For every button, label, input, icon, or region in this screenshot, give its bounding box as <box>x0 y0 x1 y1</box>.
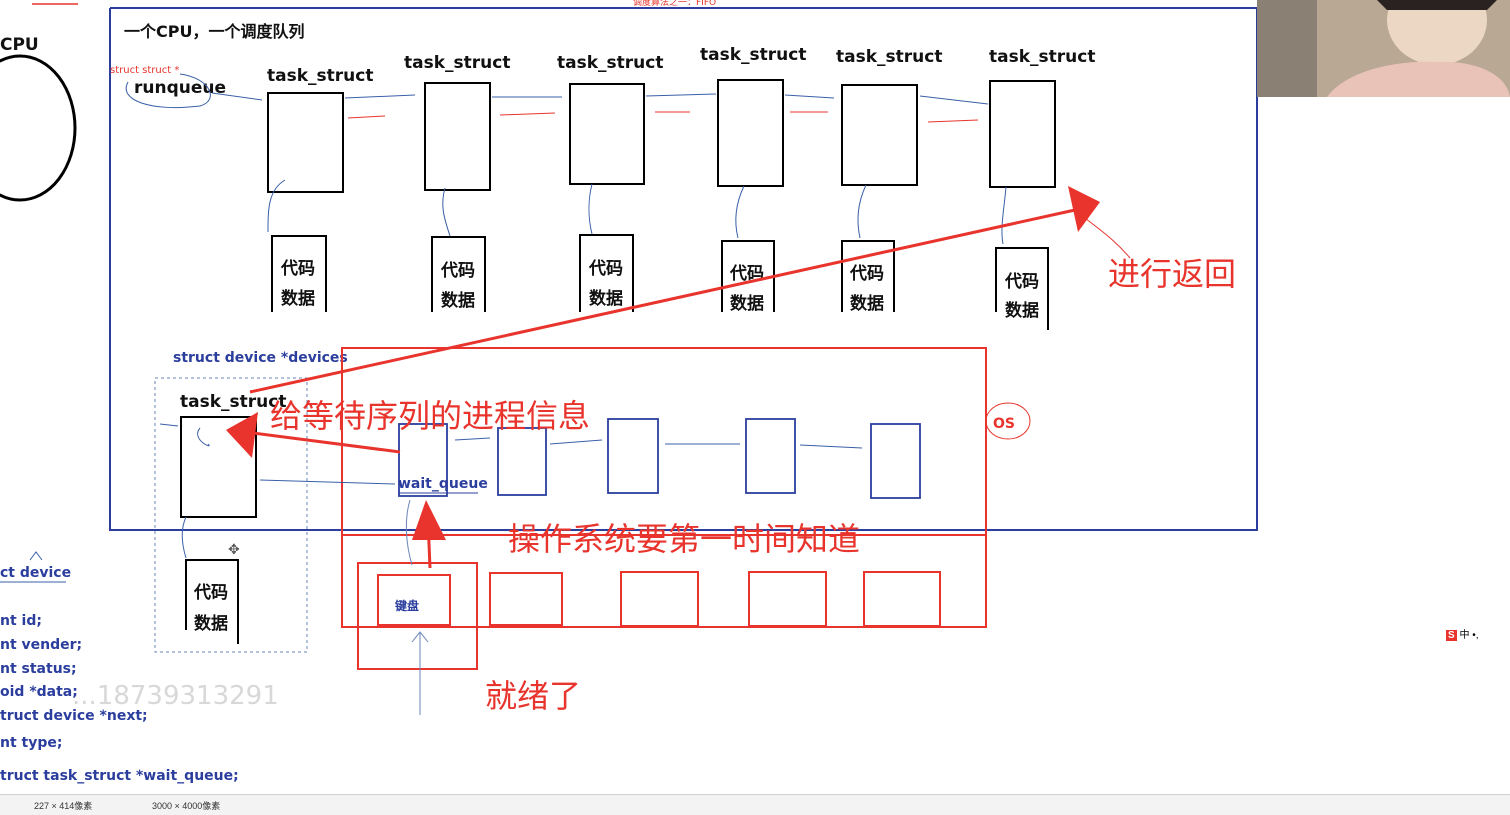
struct-line: truct task_struct *wait_queue; <box>0 768 239 784</box>
notify-arrow <box>412 500 446 569</box>
runqueue-arrow <box>211 92 263 101</box>
os-label: OS <box>993 416 1015 432</box>
webcam-overlay <box>1257 0 1510 97</box>
task-struct-box <box>989 80 1056 188</box>
code-data-2: 代码 数据 <box>431 236 486 312</box>
keyboard-input-arrow <box>411 631 429 715</box>
annotation-os-know: 操作系统要第一时间知道 <box>508 520 860 558</box>
data-label: 数据 <box>730 293 764 314</box>
struct-line: oid *data; <box>0 684 78 700</box>
runqueue-type-note: struct struct * <box>110 65 179 76</box>
info-arrow <box>226 412 401 458</box>
run-queue-frame <box>109 7 1258 531</box>
struct-line: nt status; <box>0 661 77 677</box>
struct-line: nt id; <box>0 613 42 629</box>
ime-mode: 中 •, <box>1459 630 1479 641</box>
data-label: 数据 <box>850 293 884 314</box>
watermark: ...18739313291 <box>72 681 279 711</box>
task-back-links <box>347 111 979 123</box>
task-struct-label: task_struct <box>989 47 1095 67</box>
image-size: 3000 × 4000像素 <box>152 801 221 811</box>
task-struct-1: task_struct <box>267 66 373 193</box>
code-data-5: 代码 数据 <box>841 240 895 314</box>
devices-label: struct device *devices <box>173 350 348 366</box>
task-struct-4: task_struct <box>700 45 806 187</box>
task-struct-label: task_struct <box>836 47 942 67</box>
task-struct-label: task_struct <box>557 53 663 73</box>
data-label: 数据 <box>1005 300 1039 321</box>
selection-size: 227 × 414像素 <box>34 801 93 811</box>
code-label: 代码 <box>849 263 884 284</box>
ime-indicator[interactable]: S 中 •, <box>1446 626 1479 641</box>
task-struct-label: task_struct <box>267 66 373 86</box>
code-label: 代码 <box>280 258 315 279</box>
data-label: 数据 <box>589 288 623 309</box>
selection-box <box>154 377 308 653</box>
struct-line: nt type; <box>0 735 62 751</box>
task-struct-6: task_struct <box>989 47 1095 188</box>
code-data-3: 代码 数据 <box>579 234 634 312</box>
task-struct-label: task_struct <box>700 45 806 65</box>
code-data-6: 代码 数据 <box>995 247 1049 330</box>
runqueue-label: runqueue <box>134 78 226 98</box>
sogou-icon: S <box>1446 630 1457 641</box>
whiteboard-canvas: 调度算法之一：FIFO CPU 一个CPU，一个调度队列 struct stru… <box>0 0 1258 784</box>
status-bar: 227 × 414像素 3000 × 4000像素 <box>0 794 1510 815</box>
data-label: 数据 <box>281 288 315 309</box>
wait-queue-boxes <box>398 418 921 499</box>
task-struct-2: task_struct <box>404 53 510 191</box>
task-struct-box <box>424 82 491 191</box>
device-boxes <box>357 562 941 670</box>
task-struct-3: task_struct <box>557 53 663 185</box>
keyboard-label: 键盘 <box>394 598 419 613</box>
task-struct-5: task_struct <box>836 47 942 186</box>
runqueue-circle-scribble <box>125 73 211 109</box>
annotation-give-info: 给等待序列的进程信息 <box>270 397 590 435</box>
struct-line: nt vender; <box>0 637 82 653</box>
code-label: 代码 <box>729 263 764 284</box>
move-cursor-icon: ✥ <box>228 541 240 557</box>
task-struct-box <box>267 92 344 193</box>
os-circle <box>985 402 1031 440</box>
task-links <box>344 93 989 105</box>
struct-line: ct device <box>0 565 71 581</box>
code-label: 代码 <box>193 582 228 603</box>
top-note: 调度算法之一：FIFO <box>633 0 716 8</box>
code-data-1: 代码 数据 <box>271 235 327 312</box>
task-to-code-links <box>267 179 1007 245</box>
wait-queue-links <box>259 437 863 485</box>
code-label: 代码 <box>588 258 623 279</box>
task-struct-box <box>841 84 918 186</box>
waiting-task-struct-label: task_struct <box>180 392 286 412</box>
annotation-ready: 就绪了 <box>485 677 581 715</box>
page-title: 一个CPU，一个调度队列 <box>124 22 304 41</box>
return-arrow <box>249 186 1131 394</box>
task-struct-box <box>569 83 645 185</box>
task-struct-label: task_struct <box>404 53 510 73</box>
struct-line: truct device *next; <box>0 708 148 724</box>
code-data-4: 代码 数据 <box>721 240 775 314</box>
struct-device-definition: ct device nt id; nt vender; nt status; o… <box>0 565 239 784</box>
waiting-task-struct-box <box>180 416 257 518</box>
waiting-code-data-box <box>185 559 239 644</box>
wait-queue-label: wait_queue <box>398 476 488 492</box>
presenter-image <box>1257 0 1510 97</box>
annotation-return: 进行返回 <box>1108 255 1236 293</box>
cpu-label: CPU <box>0 35 39 55</box>
data-label: 数据 <box>194 613 228 634</box>
task-struct-box <box>717 79 784 187</box>
data-label: 数据 <box>441 290 475 311</box>
code-label: 代码 <box>440 260 475 281</box>
code-label: 代码 <box>1004 271 1039 292</box>
cpu-circle <box>0 54 77 202</box>
